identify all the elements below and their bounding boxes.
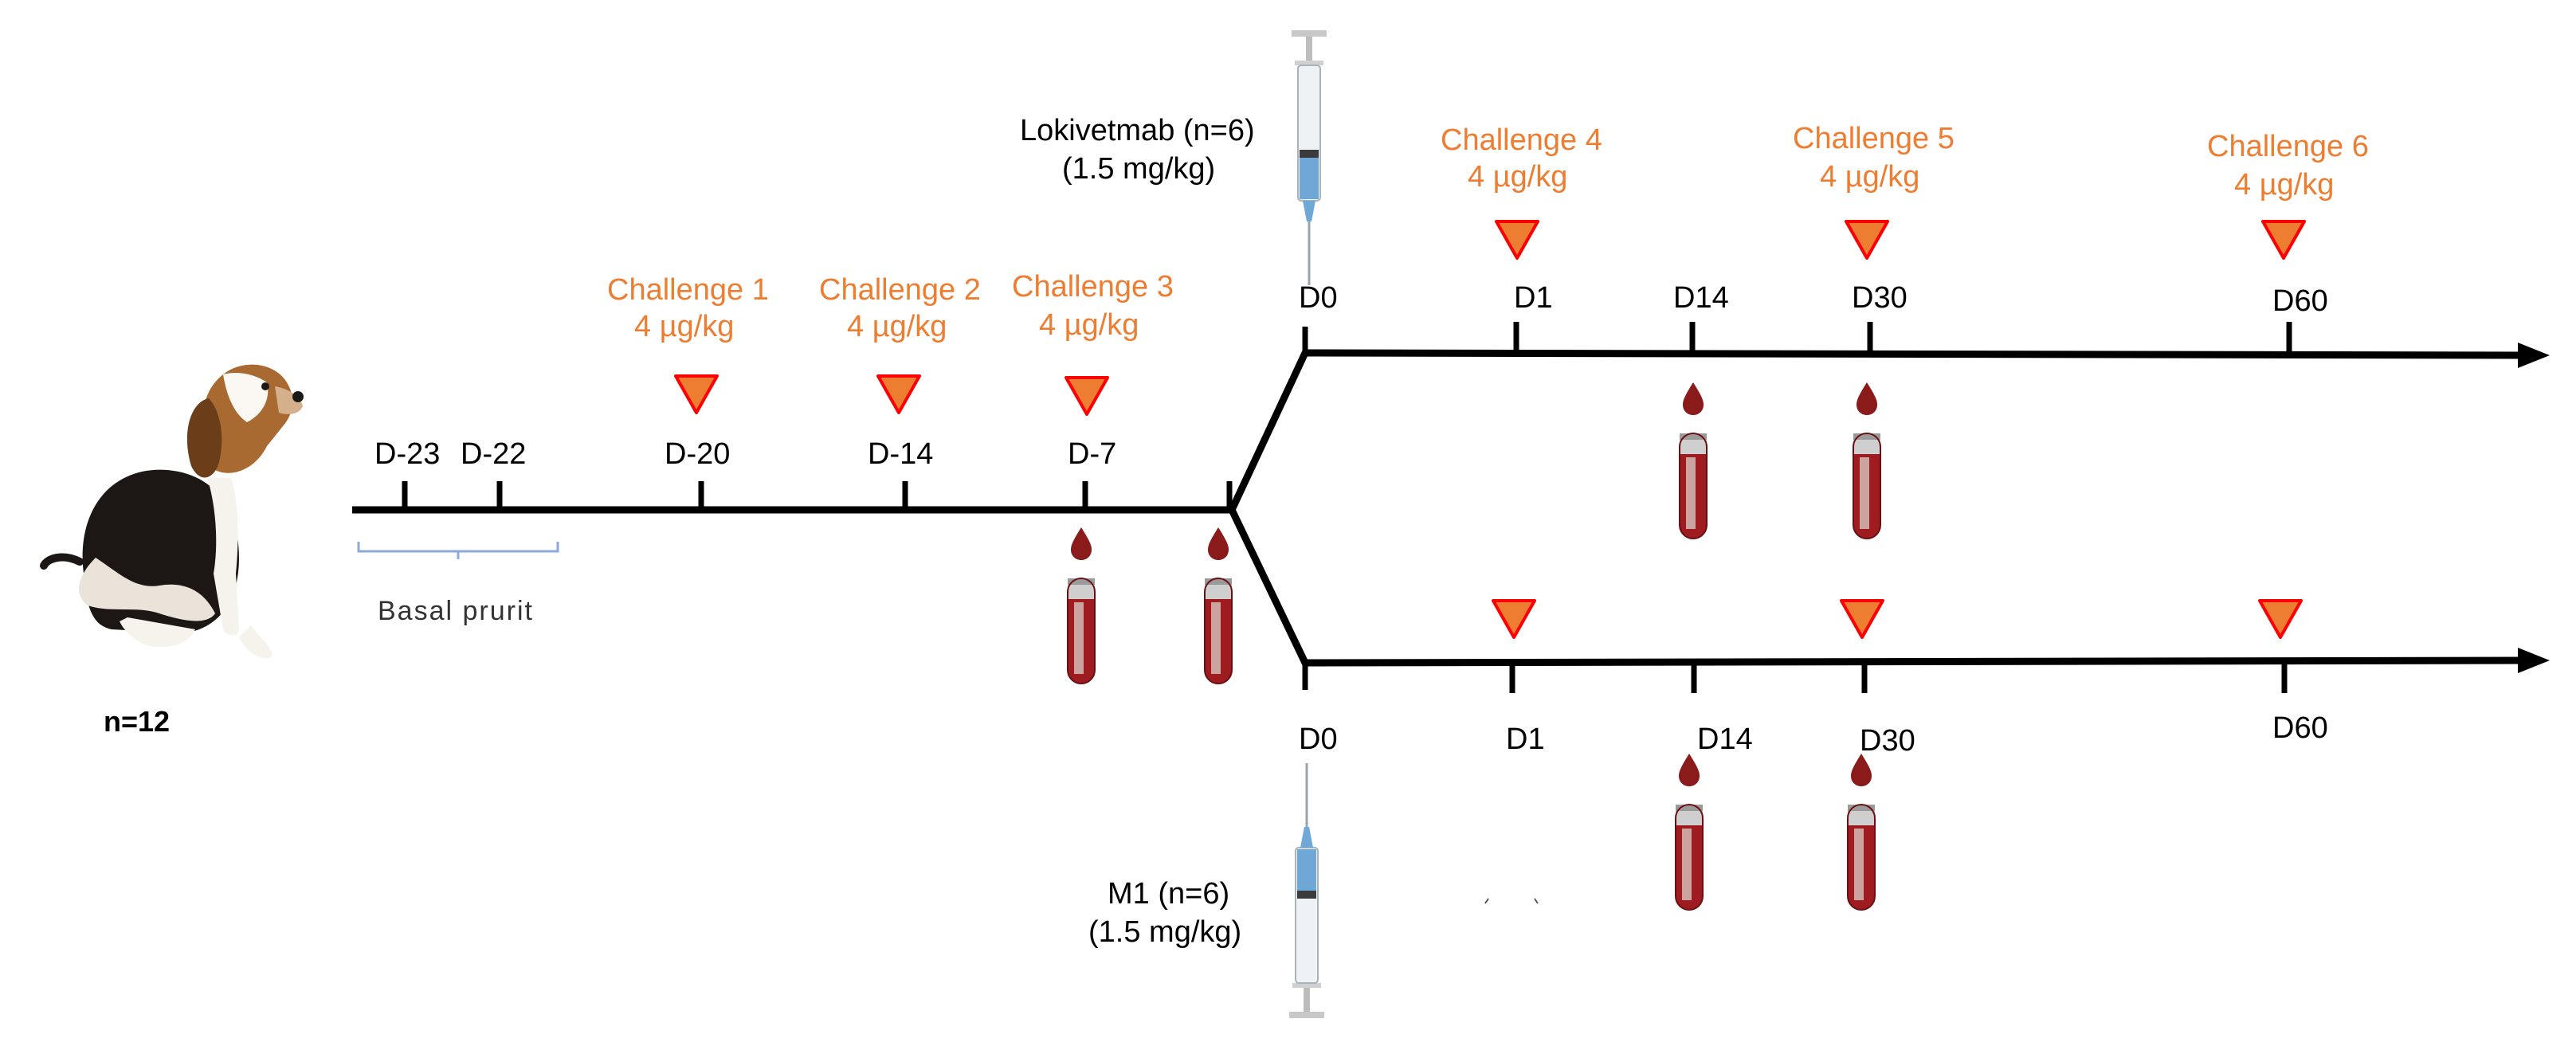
lower-arm-timeline <box>1302 648 2550 693</box>
lower-day-d60: D60 <box>2272 711 2328 745</box>
basal-bracket <box>357 542 559 559</box>
syringe-icon <box>1291 29 1327 286</box>
day-label-d-20: D-20 <box>665 437 730 471</box>
blood-tube-icon <box>1675 753 1704 911</box>
stray-marks <box>1484 898 1539 904</box>
challenge-triangle-icon <box>1840 599 1884 639</box>
day-label-d-23: D-23 <box>374 437 440 471</box>
blood-tube-icon <box>1679 382 1708 539</box>
lower-day-d0: D0 <box>1299 723 1338 756</box>
upper-treatment-dose: (1.5 mg/kg) <box>1062 152 1215 186</box>
challenge-triangle-icon <box>1492 599 1536 639</box>
challenge-4-dose: 4 µg/kg <box>1468 160 1567 194</box>
baseline-timeline <box>352 481 1233 514</box>
challenge-triangle-icon <box>1845 220 1889 260</box>
challenge-1-dose: 4 µg/kg <box>634 310 734 343</box>
lower-day-d30: D30 <box>1860 724 1915 758</box>
challenge-2-dose: 4 µg/kg <box>847 310 947 343</box>
blood-tube-icon <box>1067 527 1096 684</box>
upper-day-d1: D1 <box>1514 281 1553 315</box>
challenge-triangle-icon <box>876 374 921 414</box>
lower-treatment-label: M1 (n=6) <box>1108 877 1229 911</box>
challenge-triangle-icon <box>674 374 719 414</box>
day-label-d-14: D-14 <box>868 437 933 471</box>
upper-day-d14: D14 <box>1673 281 1729 315</box>
challenge-triangle-icon <box>2258 599 2303 639</box>
day-label-d-7: D-7 <box>1068 437 1116 471</box>
branch-lines <box>1228 349 1309 667</box>
challenge-6-dose: 4 µg/kg <box>2234 168 2334 202</box>
basal-prurit-label: Basal prurit <box>378 596 534 626</box>
syringe-icon <box>1288 762 1325 1019</box>
upper-treatment-label: Lokivetmab (n=6) <box>1020 114 1255 147</box>
upper-arm-timeline <box>1302 322 2550 368</box>
beagle-dog-image <box>40 364 304 659</box>
day-label-d-22: D-22 <box>461 437 526 471</box>
lower-day-d1: D1 <box>1506 723 1545 756</box>
challenge-3-title: Challenge 3 <box>1012 270 1174 304</box>
blood-tube-icon <box>1204 527 1233 684</box>
upper-day-d60: D60 <box>2272 284 2328 318</box>
blood-tube-icon <box>1853 382 1881 539</box>
challenge-5-dose: 4 µg/kg <box>1820 160 1919 194</box>
challenge-4-title: Challenge 4 <box>1441 123 1602 157</box>
challenge-2-title: Challenge 2 <box>819 273 981 307</box>
subject-count-label: n=12 <box>104 705 170 738</box>
lower-treatment-dose: (1.5 mg/kg) <box>1088 915 1241 949</box>
challenge-6-title: Challenge 6 <box>2207 130 2369 163</box>
blood-tube-icon <box>1847 753 1876 911</box>
challenge-triangle-icon <box>2261 220 2306 260</box>
challenge-1-title: Challenge 1 <box>607 273 769 307</box>
challenge-5-title: Challenge 5 <box>1793 122 1955 155</box>
lower-day-d14: D14 <box>1697 723 1753 756</box>
upper-day-d30: D30 <box>1852 281 1907 315</box>
challenge-triangle-icon <box>1495 220 1539 260</box>
challenge-triangle-icon <box>1065 376 1109 416</box>
upper-day-d0: D0 <box>1299 281 1338 315</box>
challenge-3-dose: 4 µg/kg <box>1039 308 1139 342</box>
